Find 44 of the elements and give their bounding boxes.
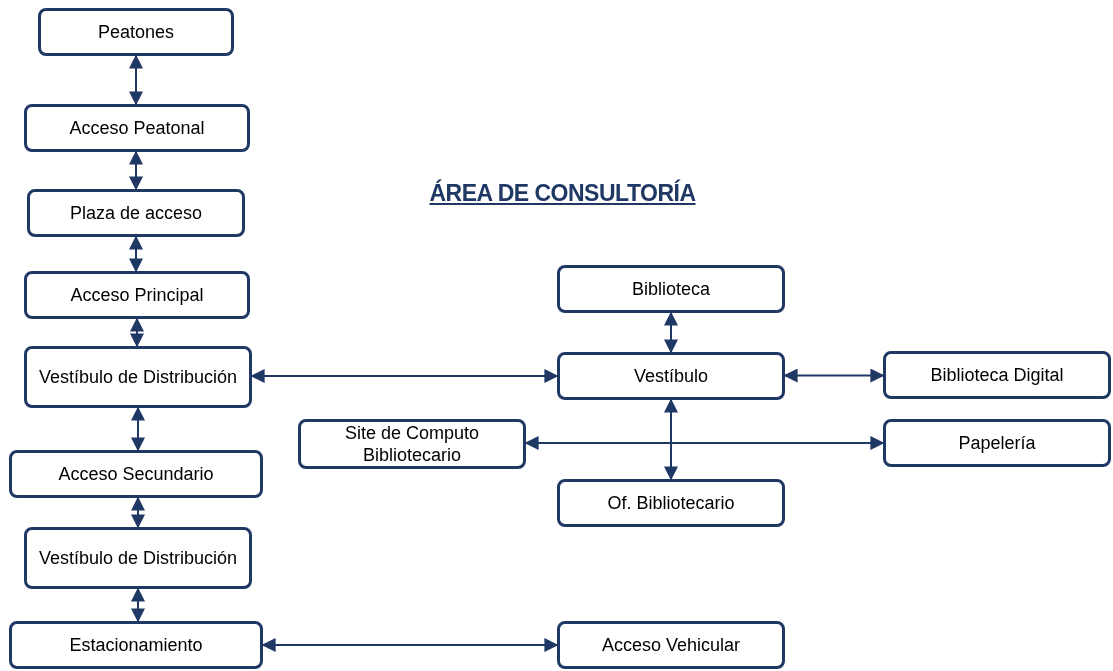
box-label: Papelería [958,432,1036,454]
process-box [38,8,234,56]
box-label: Biblioteca Digital [930,364,1064,386]
box-label: Vestíbulo de Distribución [38,366,238,388]
double-arrow [131,587,145,623]
box-label: Site de Computo Bibliotecario [343,422,481,466]
box-label: Acceso Principal [70,284,204,306]
process-box [557,479,785,527]
box-label: Acceso Vehicular [601,634,741,656]
process-box [9,450,263,498]
process-box [883,351,1111,399]
double-arrow [130,317,144,348]
process-box [24,104,250,152]
double-arrow [664,398,678,481]
diagram-title: ÁREA DE CONSULTORÍA [428,180,697,207]
box-label: Plaza de acceso [69,202,203,224]
box-label: Acceso Secundario [58,463,214,485]
process-box [24,346,252,408]
process-box [557,352,785,400]
box-label: Vestíbulo de Distribución [38,547,238,569]
process-box [24,271,250,319]
double-arrow [129,54,143,106]
process-box [557,621,785,669]
process-box [298,419,526,469]
box-label: Acceso Peatonal [69,117,205,139]
box-label: Biblioteca [631,278,710,300]
box-label: Of. Bibliotecario [607,492,735,514]
box-label: Vestíbulo [633,365,709,387]
double-arrow [524,436,885,450]
double-arrow [261,638,559,652]
process-box [557,265,785,313]
process-box [9,621,263,669]
process-box [27,189,245,237]
double-arrow [131,496,145,529]
double-arrow [129,150,143,191]
box-label: Estacionamiento [69,634,203,656]
double-arrow [783,368,885,383]
double-arrow [129,235,143,273]
double-arrow [131,406,145,452]
box-label: Peatones [97,21,175,43]
process-box [883,419,1111,467]
double-arrow [250,369,559,383]
process-box [24,527,252,589]
double-arrow [664,311,678,354]
